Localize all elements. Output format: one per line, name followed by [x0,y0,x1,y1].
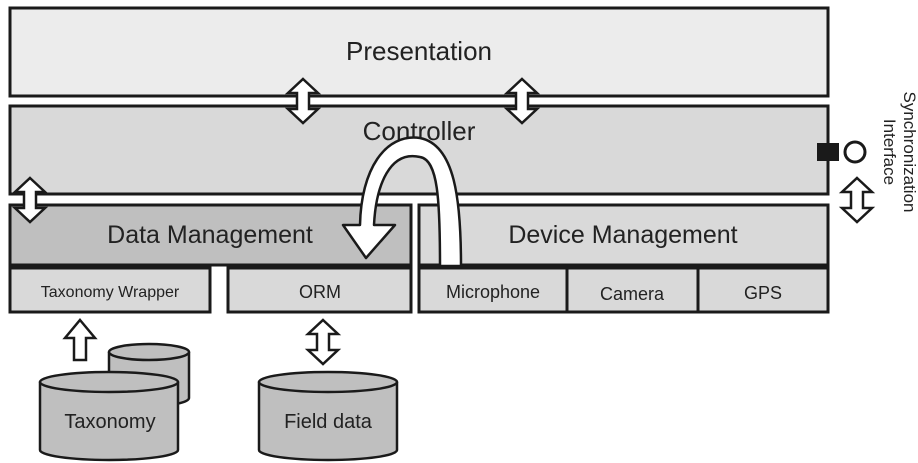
sync-label-line1: Synchronization [900,92,918,213]
controller-device-arrow [840,176,874,224]
camera-label: Camera [600,284,665,304]
sync-plug [817,143,839,161]
taxonomy-cylinder [38,370,180,462]
device-management-label: Device Management [508,221,737,249]
sync-socket [843,140,867,164]
orm-label: ORM [299,282,341,302]
device-to-data-curved-arrow [341,136,463,268]
data-management-layer [8,203,413,267]
presentation-label: Presentation [346,36,492,66]
sync-label-line2: Interface [880,119,899,185]
taxonomy-wrapper-box [8,266,212,314]
microphone-label: Microphone [446,282,540,302]
device-management-layer [417,203,830,267]
gps-label: GPS [744,283,782,303]
field-data-cylinder [257,370,399,462]
orm-fielddata-arrow [306,318,340,366]
orm-box [226,266,413,314]
gps-box [696,266,830,314]
presentation-layer [8,6,830,98]
camera-box [565,266,700,314]
data-management-label: Data Management [107,221,313,249]
field-data-label: Field data [284,411,373,433]
taxonomy-label: Taxonomy [64,411,155,433]
taxonomy-up-arrow [62,318,98,362]
taxonomy-wrapper-label: Taxonomy Wrapper [41,284,180,301]
